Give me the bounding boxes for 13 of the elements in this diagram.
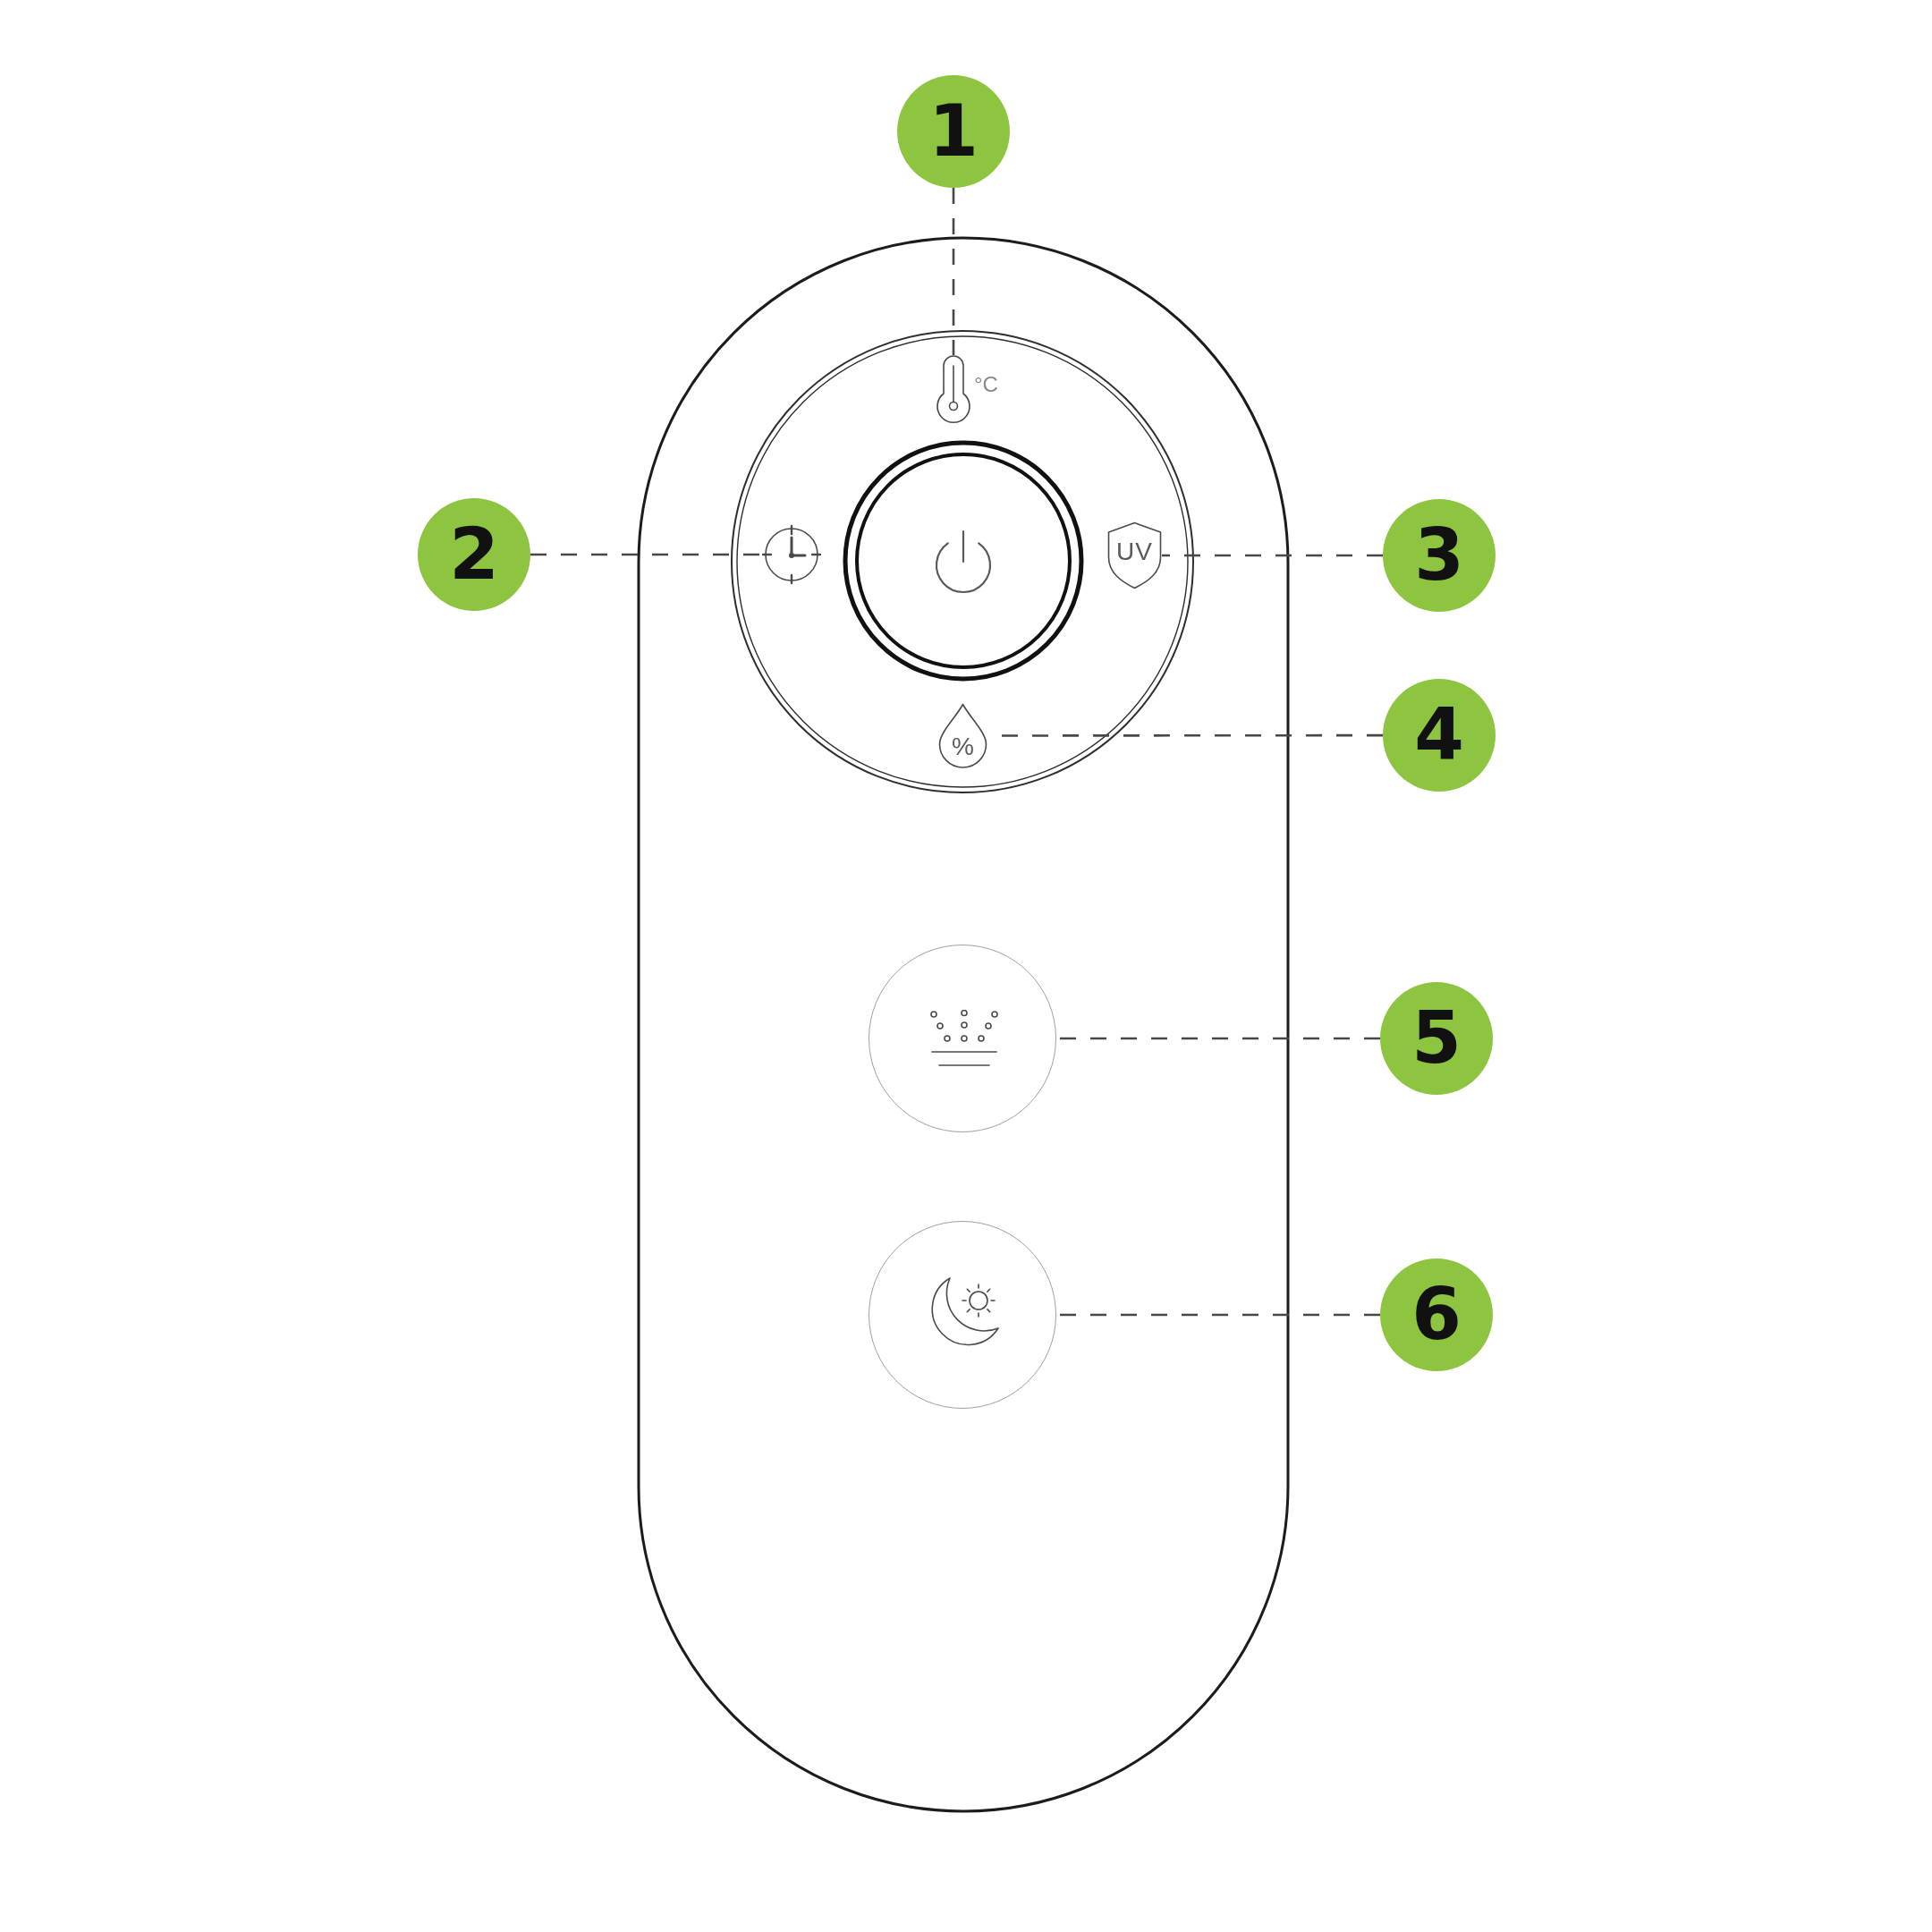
callout-number: 5 xyxy=(1380,982,1493,1095)
leader-line xyxy=(1162,554,1383,557)
shield-symbol: UV xyxy=(1107,521,1162,589)
callout-number: 4 xyxy=(1383,679,1496,792)
unit-label: °C xyxy=(974,374,998,395)
leader-line xyxy=(952,188,955,355)
callout-number: 2 xyxy=(418,498,530,611)
clock-icon xyxy=(763,526,820,583)
drop-symbol: % xyxy=(938,703,987,768)
callout-number: 6 xyxy=(1380,1258,1493,1371)
callout-number: 3 xyxy=(1383,499,1496,612)
callout-number: 1 xyxy=(897,75,1010,188)
thermometer-icon xyxy=(936,355,970,423)
